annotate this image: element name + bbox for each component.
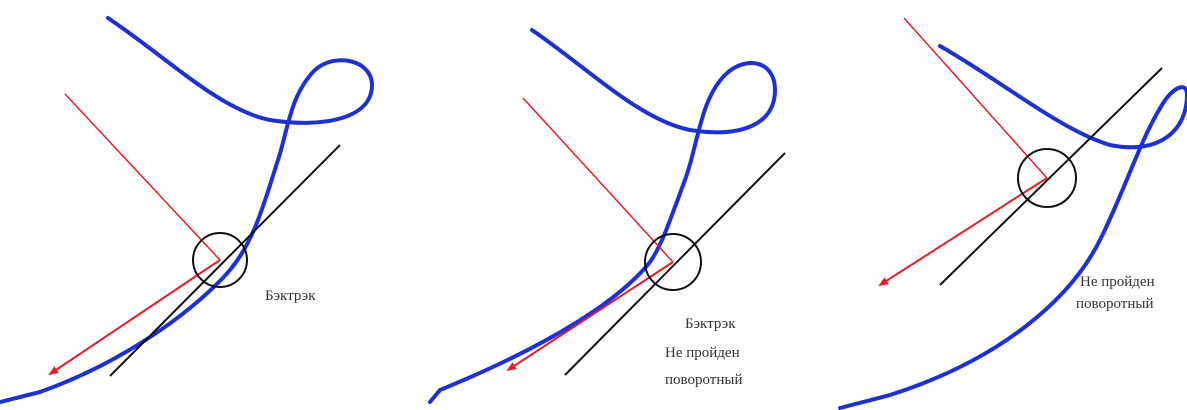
turning-point-label: поворотный <box>1076 296 1154 312</box>
normal-line <box>64 93 221 261</box>
turning-point-label: поворотный <box>665 372 743 388</box>
diagram-panel-3: Не пройден поворотный <box>838 17 1187 410</box>
direction-arrow <box>506 261 674 372</box>
normal-line <box>522 97 674 263</box>
trajectory-curve <box>428 28 777 404</box>
direction-arrow <box>48 259 221 376</box>
normal-line <box>903 17 1048 179</box>
diagram-panel-2: Бэктрэк Не пройден поворотный <box>428 28 786 404</box>
tangent-line <box>564 152 786 376</box>
direction-arrow <box>878 177 1048 287</box>
tangent-line <box>939 67 1163 286</box>
not-passed-label: Не пройден <box>665 345 740 361</box>
backtrack-label: Бэктрэк <box>265 288 316 304</box>
trajectory-curve <box>0 16 374 404</box>
backtrack-label: Бэктрэк <box>685 316 736 332</box>
test-circle <box>192 232 248 288</box>
trajectory-curve <box>838 44 1187 410</box>
test-circle <box>1017 148 1077 208</box>
not-passed-label: Не пройден <box>1080 274 1155 290</box>
test-circle <box>644 233 702 291</box>
diagram-panel-1: Бэктрэк <box>0 16 374 404</box>
tangent-line <box>109 144 341 377</box>
